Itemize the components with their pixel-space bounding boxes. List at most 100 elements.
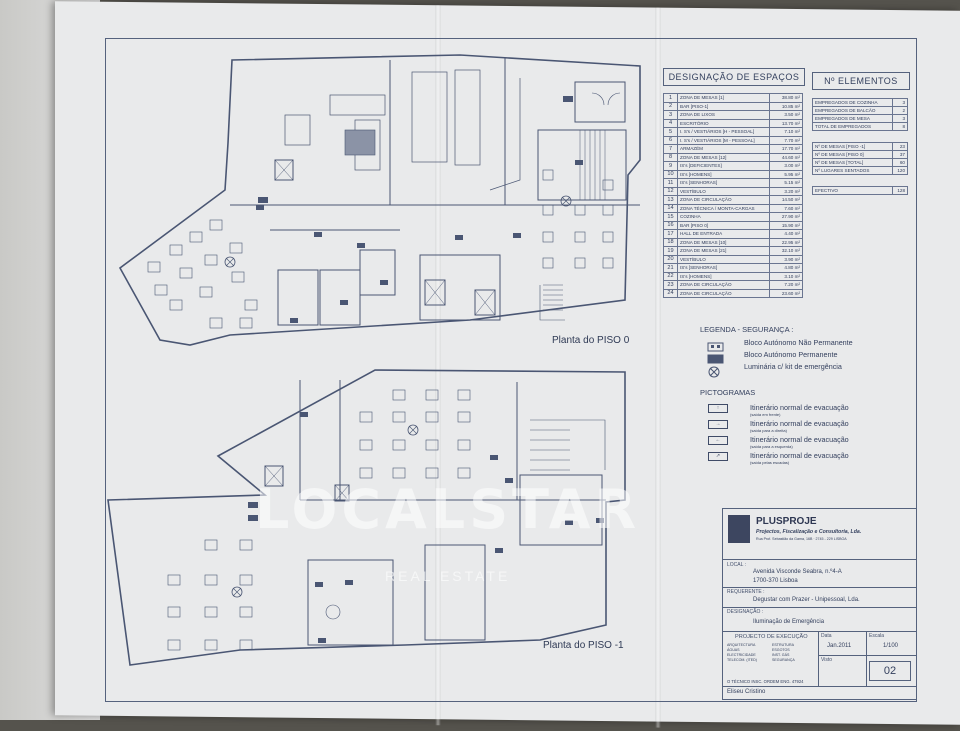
spaces-cell-name: IS's [HOMENS]	[677, 271, 770, 281]
spaces-cell-name: ESCRITÓRIO	[677, 118, 770, 128]
escala-label: Escala	[869, 633, 885, 639]
projecto-label: PROJECTO DE EXECUÇÃO	[735, 634, 808, 640]
pictograma-label: Itinerário normal de evacuação	[750, 419, 849, 428]
elements-name: Nº DE MESAS [PISO -1]	[812, 142, 893, 151]
spaces-cell-n: 14	[663, 203, 678, 213]
tecnico-label: O TÉCNICO INSC. ORDEM ENG. 47924	[727, 679, 804, 684]
elements-value: 23	[892, 142, 908, 151]
spaces-cell-name: BAR [PISO-1]	[677, 101, 770, 111]
legend-pictogramas: PICTOGRAMAS ↑Itinerário normal de evacua…	[700, 388, 849, 467]
pictograma-item: → Itinerário normal de evacuação(saída pa…	[700, 419, 849, 433]
spaces-cell-name: ZONA DE CIRCULAÇÃO	[677, 288, 770, 298]
spaces-cell-area: 14.50 m²	[769, 195, 803, 205]
checklist-item: ESGOTOS	[772, 648, 790, 652]
spaces-cell-n: 11	[663, 178, 678, 188]
spaces-cell-n: 21	[663, 263, 678, 273]
local-label: LOCAL :	[727, 562, 746, 568]
spaces-cell-n: 4	[663, 118, 678, 128]
spaces-table-title: DESIGNAÇÃO DE ESPAÇOS	[663, 68, 805, 86]
spaces-cell-n: 10	[663, 169, 678, 179]
spaces-cell-area: 38.80 m²	[769, 93, 803, 103]
spaces-cell-name: ZONA DE MESAS [12]	[677, 152, 770, 162]
pictograma-label: Itinerário normal de evacuação	[750, 451, 849, 460]
pictograma-text: Itinerário normal de evacuação(saída em …	[750, 403, 849, 417]
elements-value: 2	[892, 106, 908, 115]
checklist-item: SEGURANÇA	[772, 658, 795, 662]
elements-value: 60	[892, 158, 908, 167]
spaces-cell-name: ZONA DE CIRCULAÇÃO	[677, 280, 770, 290]
spaces-cell-n: 19	[663, 246, 678, 256]
spaces-cell-name: ZONA DE CIRCULAÇÃO	[677, 195, 770, 205]
spaces-cell-n: 5	[663, 127, 678, 137]
company-name: PLUSPROJE	[756, 516, 817, 527]
elements-name: EFECTIVO	[812, 186, 893, 195]
elements-row: Nº DE MESAS [PISO 0]37	[812, 150, 908, 159]
spaces-cell-name: ZONA DE LIXOS	[677, 110, 770, 120]
tecnico-name: Eliseu Cristino	[727, 689, 766, 695]
spaces-cell-name: ZONA DE MESAS [10]	[677, 237, 770, 247]
spaces-cell-name: ZONA DE MESAS [21]	[677, 246, 770, 256]
spaces-cell-name: BAR [PISO 0]	[677, 220, 770, 230]
legend-title: LEGENDA - SEGURANÇA :	[700, 325, 794, 334]
legend-symbols	[707, 342, 724, 378]
spaces-cell-area: 10.85 m²	[769, 101, 803, 111]
evacuation-arrow-icon: ←	[708, 436, 728, 445]
pictograma-item: ↗Itinerário normal de evacuação(saída pe…	[700, 451, 849, 465]
spaces-cell-n: 16	[663, 220, 678, 230]
pictograma-text: Itinerário normal de evacuação(saída par…	[750, 419, 849, 433]
spaces-cell-n: 9	[663, 161, 678, 171]
legend-item-label: Bloco Autónomo Permanente	[744, 350, 838, 359]
spaces-cell-area: 5.15 m²	[769, 178, 803, 188]
checklist-item: INST. GÁS	[772, 653, 790, 657]
plusproje-logo	[728, 515, 750, 543]
spaces-cell-name: IS's [DEFICIENTES]	[677, 161, 770, 171]
elements-name: Nº DE MESAS [PISO 0]	[812, 150, 893, 159]
evacuation-arrow-icon: →	[708, 420, 728, 429]
legend-item: Bloco Autónomo Permanente	[726, 350, 853, 359]
requerente-label: REQUERENTE :	[727, 589, 765, 595]
spaces-cell-area: 5.95 m²	[769, 169, 803, 179]
plan-title-piso-minus-1: Planta do PISO -1	[543, 640, 624, 651]
elements-row: Nº DE MESAS [TOTAL]60	[812, 158, 908, 167]
elements-name: EMPREGADOS DE MESA	[812, 114, 893, 123]
pictograma-sub: (saída em frente)	[750, 412, 781, 417]
spaces-cell-n: 23	[663, 280, 678, 290]
designacao-label: DESIGNAÇÃO :	[727, 609, 764, 615]
spaces-cell-area: 22.95 m²	[769, 237, 803, 247]
elements-row: Nº DE MESAS [PISO -1]23	[812, 142, 908, 151]
spaces-cell-area: 44.60 m²	[769, 152, 803, 162]
checklist-item: ESTRUTURA	[772, 643, 794, 647]
elements-value: 120	[892, 166, 908, 175]
legend-item-label: Bloco Autónomo Não Permanente	[744, 338, 853, 347]
data-label: Data	[821, 633, 832, 639]
checklist-item: ARQUITECTURA	[727, 643, 756, 647]
spaces-cell-n: 7	[663, 144, 678, 154]
spaces-cell-n: 22	[663, 271, 678, 281]
spaces-cell-area: 7.70 m²	[769, 135, 803, 145]
spaces-cell-n: 20	[663, 254, 678, 264]
plan-piso-0	[118, 54, 641, 346]
pictograma-text: Itinerário normal de evacuação(saída pel…	[750, 451, 849, 465]
elements-value: 3	[892, 114, 908, 123]
escala-value: 1/100	[883, 643, 899, 649]
spaces-cell-area: 7.20 m²	[769, 280, 803, 290]
spaces-cell-n: 13	[663, 195, 678, 205]
spaces-cell-n: 6	[663, 135, 678, 145]
